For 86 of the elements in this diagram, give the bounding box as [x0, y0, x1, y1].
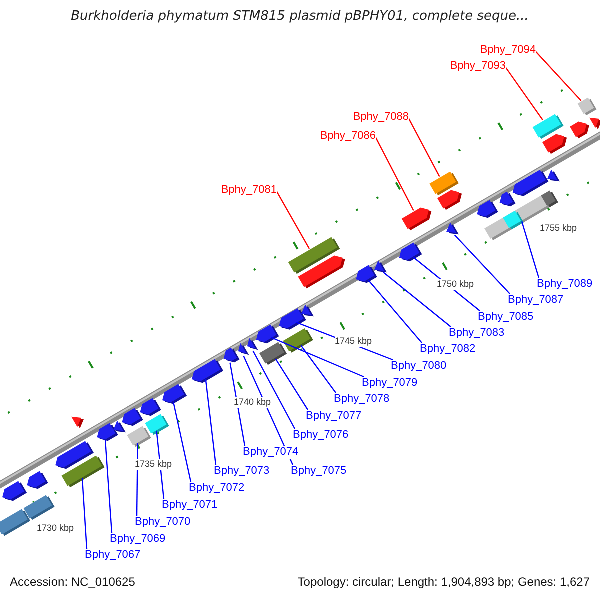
gene-feature	[27, 471, 48, 490]
footer-text: Topology: circular; Length: 1,904,893 bp; Genes: 1,627	[298, 575, 590, 589]
leader-line	[275, 358, 308, 410]
gene-label: Bphy_7073	[214, 465, 270, 478]
gene-label: Bphy_7087	[508, 294, 564, 307]
gene-feature	[512, 170, 549, 196]
leader-line	[205, 378, 217, 466]
gene-label: Bphy_7080	[391, 360, 447, 373]
gene-feature	[356, 265, 378, 284]
gene-label: Bphy_7077	[306, 410, 362, 423]
title: Burkholderia phymatum STM815 plasmid pBPHY01, complete seque...	[70, 9, 530, 24]
leader-line	[536, 51, 582, 102]
leader-line	[82, 478, 88, 550]
gene-block	[578, 98, 597, 116]
gene-label: Bphy_7067	[85, 549, 141, 562]
gene-label: Bphy_7081	[221, 184, 277, 197]
gene-block	[0, 509, 31, 536]
gene-label: Bphy_7088	[353, 111, 409, 124]
scale-label: 1750 kbp	[437, 279, 474, 290]
gene-feature	[570, 122, 590, 139]
scale-label: 1745 kbp	[335, 336, 372, 347]
gene-feature	[402, 208, 432, 231]
scale-label: 1730 kbp	[37, 523, 74, 534]
gene-block	[24, 495, 55, 520]
gene-label: Bphy_7089	[537, 278, 593, 291]
gene-feature	[437, 190, 462, 210]
leader-line	[172, 402, 192, 482]
leader-line	[454, 234, 510, 294]
gene-block	[283, 328, 314, 353]
gene-feature	[140, 398, 162, 416]
gene-feature	[72, 416, 84, 429]
gene-label: Bphy_7076	[293, 429, 349, 442]
gene-feature	[500, 192, 516, 207]
gene-feature	[256, 324, 280, 344]
gene-label: Bphy_7093	[450, 60, 506, 73]
gene-feature	[2, 481, 28, 502]
leader-line	[104, 440, 113, 534]
gene-block	[127, 426, 152, 448]
scale-label: 1735 kbp	[135, 459, 172, 470]
gene-label: Bphy_7072	[189, 482, 245, 495]
gene-feature	[590, 118, 600, 130]
gene-feature	[399, 242, 422, 262]
gene-label: Bphy_7086	[320, 130, 376, 143]
gene-label: Bphy_7070	[135, 516, 191, 529]
leader-line	[408, 118, 440, 178]
gene-label: Bphy_7075	[291, 465, 347, 478]
gene-feature	[162, 384, 188, 404]
gene-label: Bphy_7085	[478, 311, 534, 324]
gene-label: Bphy_7071	[162, 499, 218, 512]
gene-label: Bphy_7074	[243, 446, 299, 459]
gene-feature	[542, 134, 568, 154]
footer-text: Accession: NC_010625	[10, 575, 136, 589]
gene-label: Bphy_7094	[480, 44, 536, 57]
gene-label: Bphy_7078	[334, 393, 390, 406]
gene-feature	[548, 170, 560, 182]
gene-feature	[122, 408, 144, 426]
leader-line	[521, 222, 540, 278]
gene-label: Bphy_7082	[420, 343, 476, 356]
leader-line	[271, 337, 364, 378]
leader-line	[252, 350, 296, 430]
leader-line	[506, 67, 544, 121]
gene-block	[259, 342, 288, 366]
leader-line	[383, 272, 452, 328]
gene-label: Bphy_7079	[362, 377, 418, 390]
gene-feature	[302, 304, 314, 317]
gene-feature	[238, 343, 250, 356]
gene-block	[541, 190, 558, 208]
leader-line	[276, 192, 310, 250]
leader-line	[300, 345, 336, 394]
gene-feature	[247, 338, 258, 350]
gene-feature	[279, 308, 306, 330]
gene-label: Bphy_7083	[449, 327, 505, 340]
leader-line	[230, 362, 246, 446]
gene-label: Bphy_7069	[110, 533, 166, 546]
leader-line	[375, 138, 414, 212]
gene-feature	[477, 200, 498, 218]
scale-label: 1755 kbp	[540, 223, 578, 234]
gene-feature	[446, 222, 460, 235]
gene-feature	[56, 441, 94, 470]
gene-feature	[374, 260, 388, 273]
leader-line	[368, 280, 422, 344]
gene-feature	[192, 359, 224, 384]
scale-label: 1740 kbp	[234, 397, 272, 408]
gene-feature	[298, 256, 346, 289]
gene-block	[145, 414, 170, 436]
gene-block	[503, 210, 524, 230]
